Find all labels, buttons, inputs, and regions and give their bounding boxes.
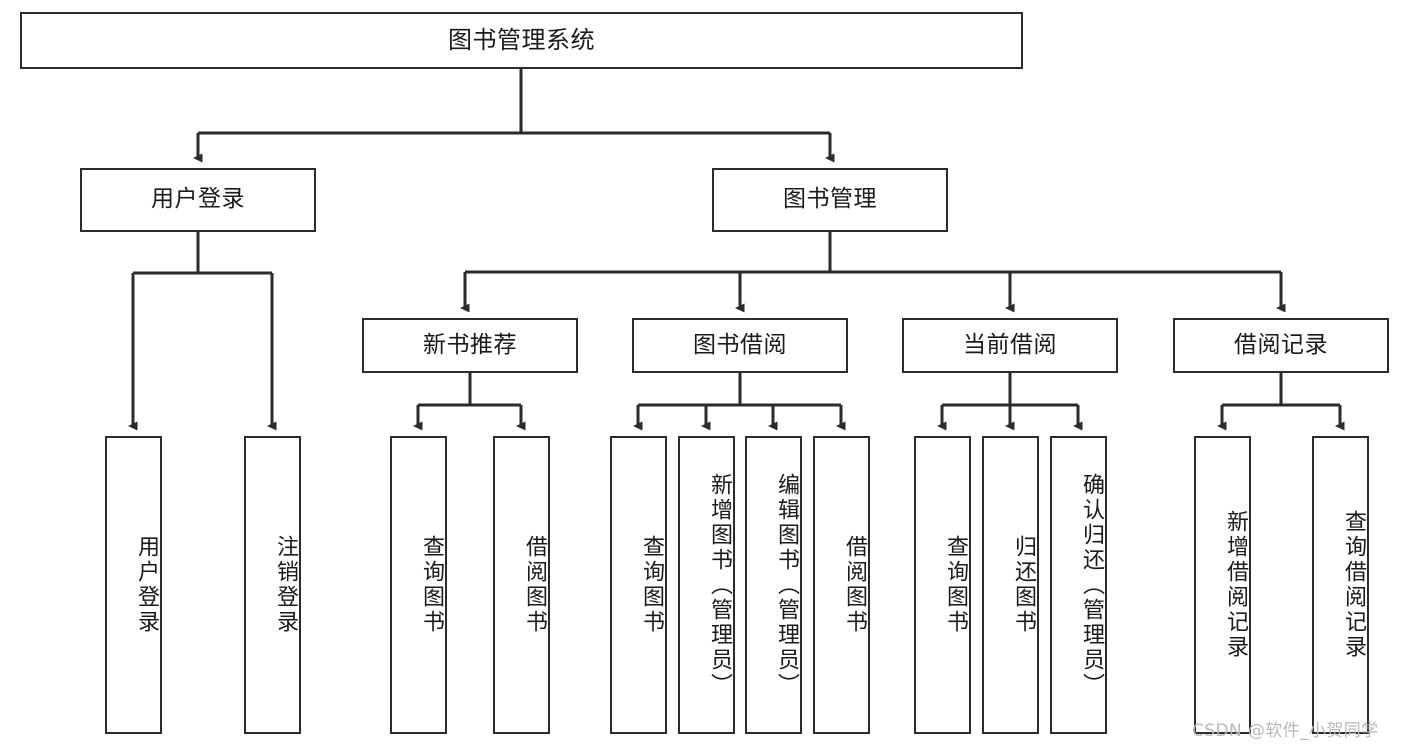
- node-user-login[interactable]: 用户登录: [80, 168, 316, 232]
- node-book-borrow[interactable]: 图书借阅: [632, 318, 848, 373]
- node-root[interactable]: 图书管理系统: [20, 12, 1023, 69]
- node-leaf-query-book-1[interactable]: 查询图书: [390, 436, 447, 734]
- node-leaf-query-record[interactable]: 查询借阅记录: [1312, 436, 1369, 734]
- node-current-borrow[interactable]: 当前借阅: [902, 318, 1118, 373]
- node-leaf-add-record[interactable]: 新增借阅记录: [1194, 436, 1251, 734]
- node-new-book-recommend[interactable]: 新书推荐: [362, 318, 578, 373]
- node-leaf-user-logout[interactable]: 注销登录: [244, 436, 301, 734]
- node-leaf-borrow-book-1[interactable]: 借阅图书: [493, 436, 550, 734]
- node-leaf-user-login[interactable]: 用户登录: [105, 436, 162, 734]
- csdn-watermark: CSDN @软件_小贺同学: [1192, 721, 1379, 741]
- node-leaf-add-book[interactable]: 新增图书（管理员）: [678, 436, 735, 734]
- node-leaf-return-book[interactable]: 归还图书: [982, 436, 1039, 734]
- node-leaf-edit-book[interactable]: 编辑图书（管理员）: [745, 436, 802, 734]
- node-leaf-query-book-3[interactable]: 查询图书: [914, 436, 971, 734]
- node-leaf-confirm-return[interactable]: 确认归还（管理员）: [1050, 436, 1107, 734]
- node-leaf-borrow-book-2[interactable]: 借阅图书: [813, 436, 870, 734]
- node-leaf-query-book-2[interactable]: 查询图书: [610, 436, 667, 734]
- node-borrow-record[interactable]: 借阅记录: [1173, 318, 1389, 373]
- node-book-manage[interactable]: 图书管理: [712, 168, 948, 232]
